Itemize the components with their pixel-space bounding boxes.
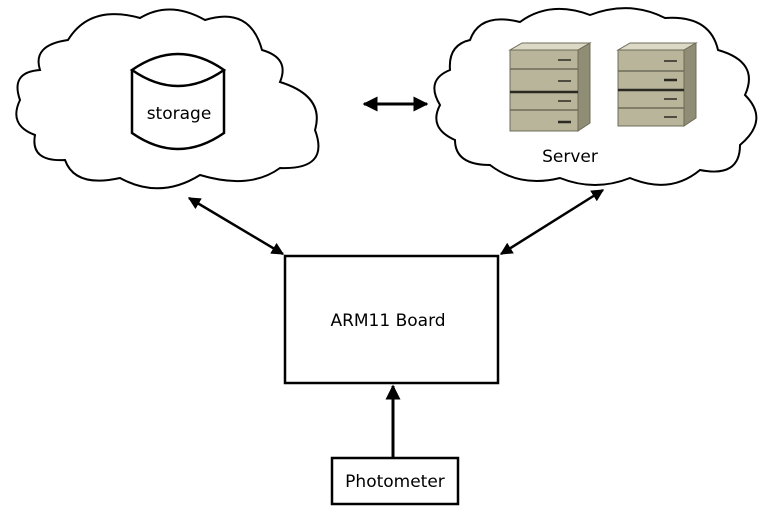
arrow-storage-board (187, 196, 285, 256)
server-icon (616, 42, 698, 127)
photometer-label: Photometer (345, 472, 445, 492)
arm11-board-label: ARM11 Board (330, 311, 445, 331)
arm11-board-box (283, 254, 500, 385)
photometer-box (330, 456, 460, 506)
server-icon (508, 42, 592, 132)
arrow-server-board (499, 188, 605, 256)
storage-cylinder-icon (129, 52, 227, 151)
storage-label: storage (147, 104, 212, 124)
server-label: Server (542, 147, 598, 167)
